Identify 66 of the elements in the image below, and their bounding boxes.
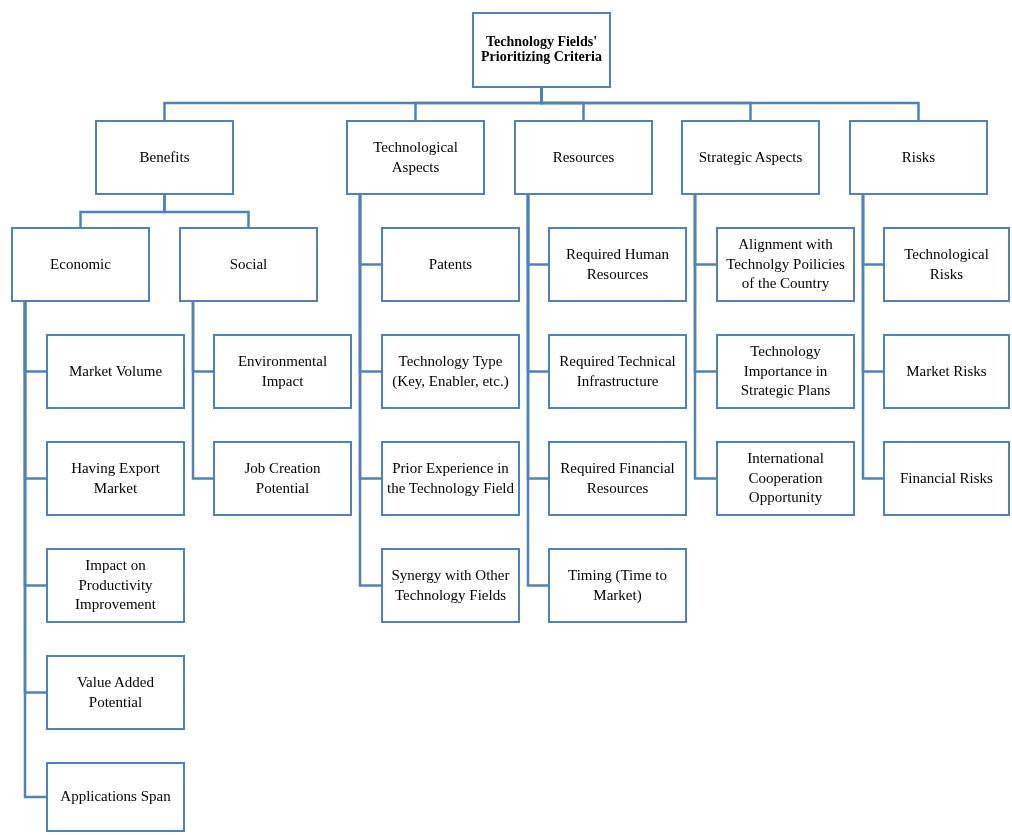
root-title: Technology Fields' Prioritizing Criteria: [480, 35, 603, 65]
criterion-box: [883, 334, 1010, 409]
criterion-box: [213, 334, 352, 409]
criterion-box: [46, 441, 185, 516]
connector-line: [163, 195, 250, 227]
criterion-label: Value Added Potential: [75, 673, 156, 712]
criterion-box: [548, 548, 687, 623]
criterion-label: International Cooperation Opportunity: [746, 449, 825, 508]
connector-line: [861, 195, 883, 480]
criterion-label: Impact on Productivity Improvement: [74, 556, 157, 615]
criterion-box: [346, 120, 485, 195]
criterion-box: [514, 120, 653, 195]
criterion-box: [179, 227, 318, 302]
criterion-box: [46, 548, 185, 623]
criterion-box: [381, 227, 520, 302]
criterion-label: Patents: [428, 254, 473, 274]
connector-line: [23, 302, 46, 799]
criterion-box: [213, 441, 352, 516]
criterion-box: [381, 548, 520, 623]
criterion-box: [548, 227, 687, 302]
criterion-label: Required Human Resources: [565, 245, 670, 284]
criterion-label: Technological Aspects: [372, 138, 459, 177]
criterion-label: Strategic Aspects: [698, 147, 803, 167]
criterion-label: Financial Risks: [900, 468, 993, 488]
criterion-label: Market Risks: [906, 361, 987, 381]
criterion-box: [716, 334, 855, 409]
connector-line: [191, 302, 213, 480]
criterion-label: Market Volume: [68, 361, 163, 381]
criterion-box: [883, 227, 1010, 302]
criterion-label: Synergy with Other Technology Fields: [390, 566, 511, 605]
criterion-label: Timing (Time to Market): [567, 566, 668, 605]
criterion-box: [716, 227, 855, 302]
criterion-box: [681, 120, 820, 195]
criterion-label: Technology Type (Key, Enabler, etc.): [391, 352, 510, 391]
criterion-label: Alignment with Technolgy Poilicies of the Country: [725, 235, 846, 294]
criterion-box: [381, 334, 520, 409]
criterion-box: [716, 441, 855, 516]
criterion-label: Required Financial Resources: [559, 459, 676, 498]
criterion-label: Having Export Market: [70, 459, 161, 498]
criterion-box: [548, 334, 687, 409]
criterion-label: Risks: [901, 147, 936, 167]
criterion-label: Applications Span: [60, 787, 171, 807]
criterion-label: Social: [229, 254, 268, 274]
criterion-box: [46, 334, 185, 409]
criterion-box: [849, 120, 988, 195]
connector-line: [358, 195, 381, 587]
criterion-box: [883, 441, 1010, 516]
criterion-label: Technology Importance in Strategic Plans: [739, 342, 832, 401]
connector-line: [693, 195, 716, 480]
connector-line: [540, 88, 920, 120]
criterion-label: Benefits: [139, 147, 190, 167]
criterion-label: Technological Risks: [903, 245, 990, 284]
criterion-label: Prior Experience in the Technology Field: [387, 459, 514, 498]
criterion-box: [46, 762, 185, 832]
criterion-label: Environmental Impact: [236, 352, 329, 391]
criterion-label: Job Creation Potential: [243, 459, 322, 498]
criterion-box: [95, 120, 234, 195]
criterion-label: Resources: [552, 147, 615, 167]
criterion-box: [381, 441, 520, 516]
criterion-label: Required Technical Infrastructure: [558, 352, 677, 391]
root-box: [472, 12, 611, 88]
criterion-box: [11, 227, 150, 302]
connector-line: [526, 195, 548, 587]
criterion-box: [46, 655, 185, 730]
criterion-label: Economic: [50, 254, 111, 274]
criterion-box: [548, 441, 687, 516]
